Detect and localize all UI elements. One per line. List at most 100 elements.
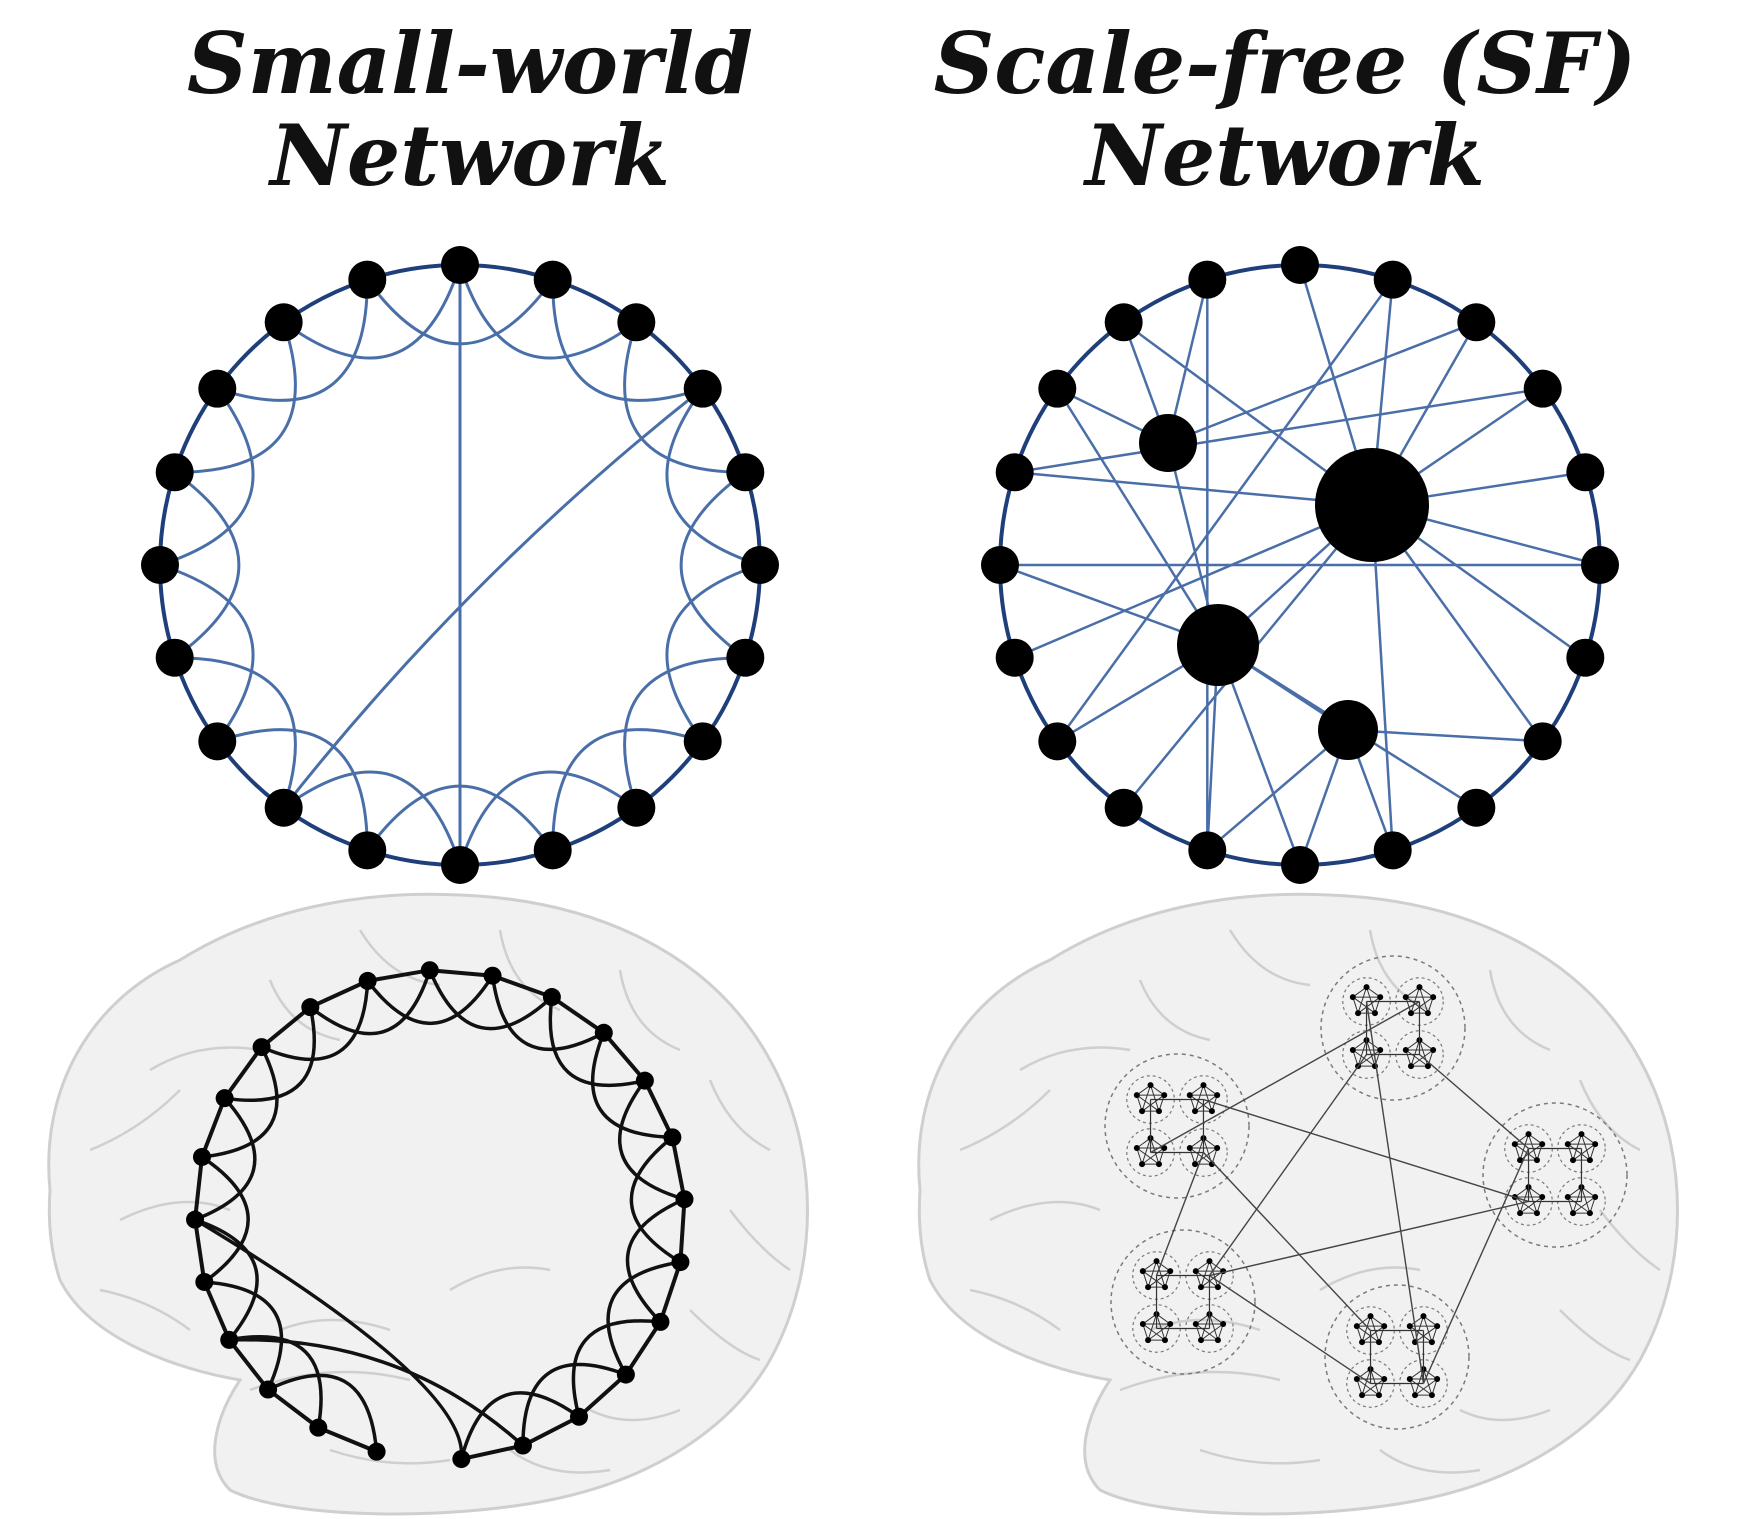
module-boundary — [1320, 955, 1466, 1101]
node — [1281, 246, 1319, 284]
node — [1586, 1210, 1593, 1217]
small-world-title-line1: Small-world — [187, 14, 753, 113]
edge — [1014, 471, 1373, 507]
node — [1578, 1131, 1585, 1138]
node — [1381, 1323, 1388, 1330]
node — [635, 1071, 654, 1090]
edge — [174, 321, 297, 474]
edge — [1418, 986, 1429, 1014]
node — [1592, 1141, 1599, 1148]
node — [198, 722, 237, 761]
edge — [1572, 1133, 1582, 1161]
node — [1402, 1047, 1409, 1054]
node — [252, 1038, 271, 1057]
edge — [1410, 986, 1420, 1014]
node — [1145, 1337, 1152, 1344]
inter-module-edge — [1203, 1098, 1529, 1203]
edge — [174, 656, 297, 809]
edge — [216, 728, 369, 851]
edge — [1142, 1270, 1166, 1288]
node — [1420, 1313, 1427, 1320]
edge — [1200, 1313, 1210, 1341]
node — [1353, 1323, 1360, 1330]
node — [1523, 369, 1562, 408]
edge — [1357, 1039, 1368, 1067]
node — [1363, 984, 1370, 991]
node — [1523, 722, 1562, 761]
edge — [1142, 1323, 1166, 1341]
edge — [1414, 1325, 1438, 1343]
node — [441, 246, 479, 284]
node — [452, 1450, 471, 1469]
node — [441, 846, 479, 884]
node — [1412, 1392, 1419, 1399]
node — [1375, 1339, 1382, 1346]
node — [995, 453, 1034, 492]
node — [1533, 1210, 1540, 1217]
node — [1161, 1337, 1168, 1344]
node — [420, 961, 439, 980]
inter-module-edge — [1202, 1151, 1372, 1332]
edge — [159, 387, 255, 567]
node — [1104, 788, 1143, 827]
node — [1359, 1392, 1366, 1399]
node — [1539, 1141, 1546, 1148]
brain-fold — [1559, 1309, 1631, 1362]
node — [1517, 1157, 1524, 1164]
edge — [1410, 1049, 1434, 1067]
edge — [1409, 1378, 1433, 1396]
inter-module-edge — [1209, 1274, 1371, 1385]
brain-fold — [449, 1266, 551, 1292]
brain-fold — [1228, 929, 1311, 987]
node — [1533, 1157, 1540, 1164]
edge — [1189, 1147, 1213, 1165]
node — [1192, 1268, 1199, 1275]
inter-module-edge — [1422, 1148, 1530, 1384]
brain-fold — [1379, 1448, 1481, 1474]
edge — [1056, 388, 1220, 646]
node — [1104, 303, 1143, 342]
brain-outline-right — [917, 892, 1679, 1516]
node — [155, 453, 194, 492]
node — [617, 303, 656, 342]
inter-module-edge — [1208, 1054, 1368, 1276]
edge — [1208, 1313, 1219, 1341]
brain-fold — [589, 1408, 681, 1422]
node — [1457, 303, 1496, 342]
node — [1424, 1063, 1431, 1070]
node — [1214, 1284, 1221, 1291]
node — [1428, 1339, 1435, 1346]
node — [675, 1190, 694, 1209]
node — [1198, 1337, 1205, 1344]
edge — [1147, 1260, 1158, 1288]
node — [1566, 638, 1605, 677]
inter-module-edge — [1209, 1200, 1529, 1277]
node — [1430, 994, 1437, 1001]
edge — [1150, 1137, 1160, 1165]
node — [1373, 260, 1412, 299]
brain-fold — [1319, 1266, 1421, 1292]
brain-fold — [959, 1089, 1051, 1152]
edge — [1195, 1323, 1219, 1341]
edge — [1405, 1049, 1429, 1067]
edge — [606, 1260, 681, 1376]
brain-fold — [358, 929, 441, 987]
edge — [1056, 278, 1394, 743]
edge — [1410, 1039, 1420, 1067]
edge — [1418, 1039, 1429, 1067]
node — [1408, 1010, 1415, 1017]
edge — [1514, 1196, 1538, 1214]
edge — [1156, 1313, 1166, 1341]
edge — [1572, 1143, 1596, 1161]
edge — [1361, 1378, 1385, 1396]
edge — [1361, 1315, 1372, 1343]
shortcut-edge — [229, 1337, 525, 1447]
edge — [1200, 1323, 1224, 1341]
edge — [490, 975, 605, 1051]
node — [1381, 1376, 1388, 1383]
node — [1349, 994, 1356, 1001]
inter-module-edge — [1365, 1001, 1425, 1384]
edge — [1014, 387, 1543, 474]
edge — [1189, 1094, 1213, 1112]
node — [726, 453, 765, 492]
